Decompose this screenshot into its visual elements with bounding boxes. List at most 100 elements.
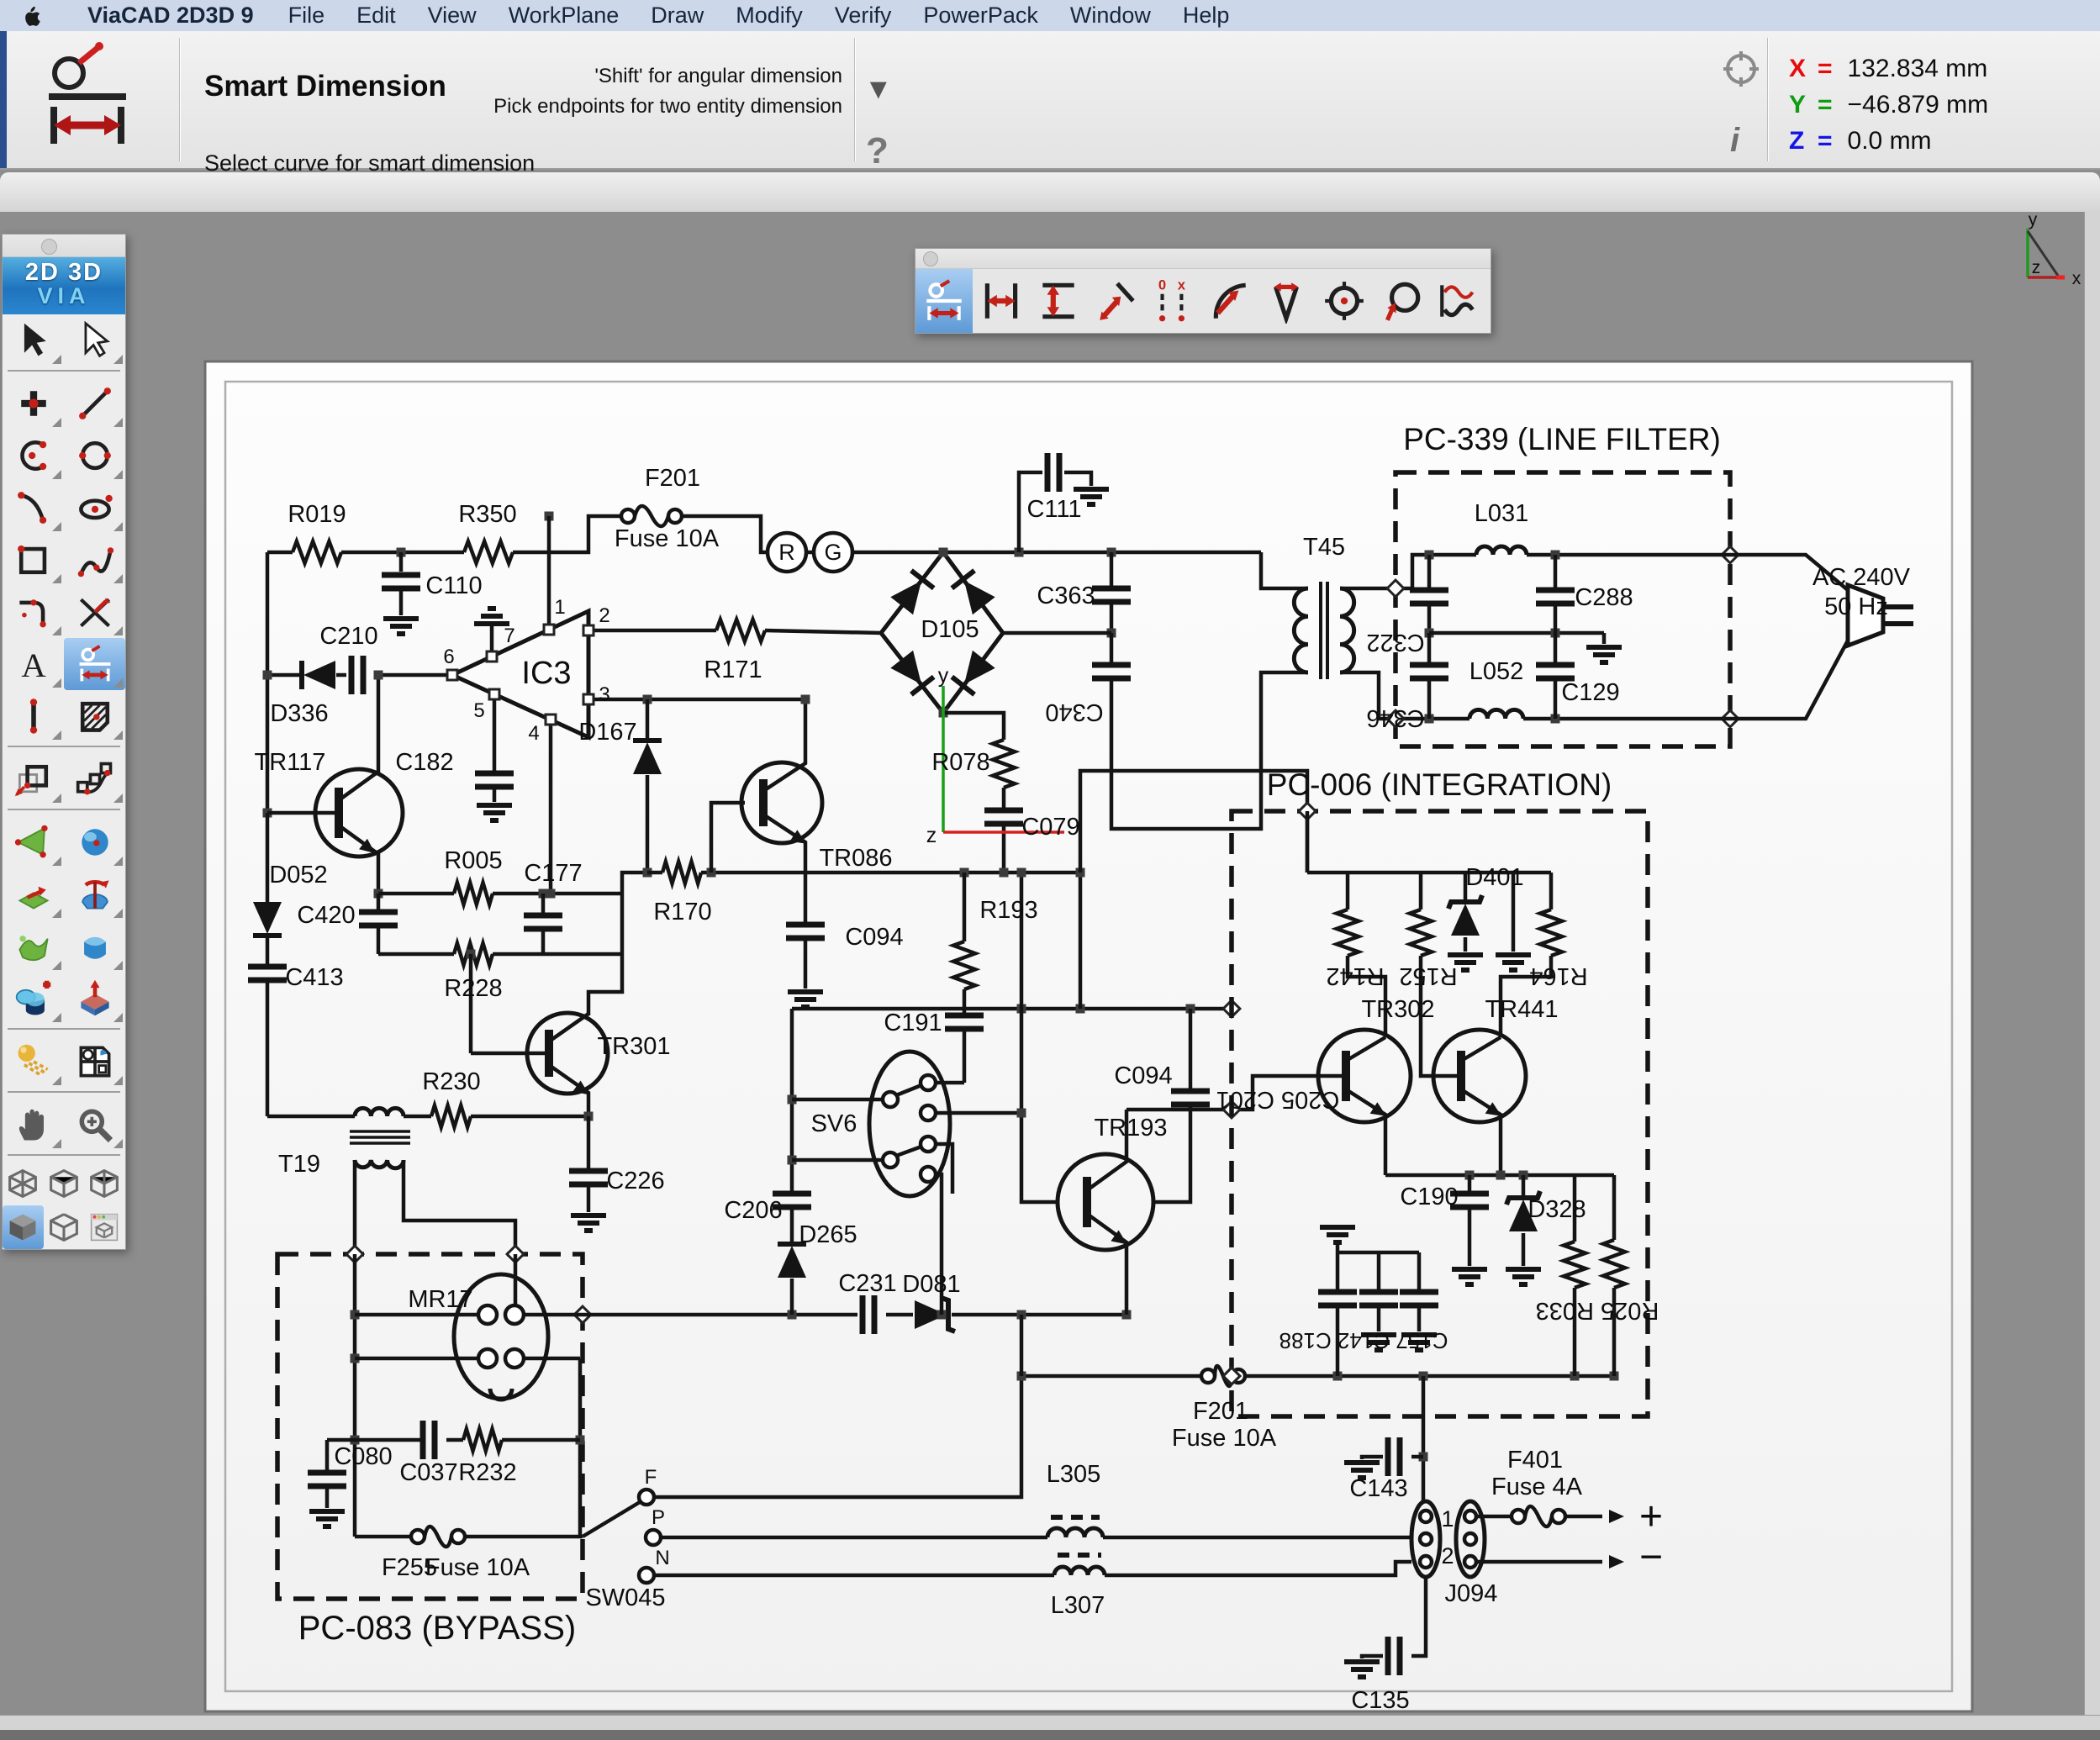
dimtool-oblique-dimension[interactable] [1087, 269, 1144, 333]
tool-layout-sheet[interactable] [64, 1036, 125, 1088]
tool-rectangle[interactable] [3, 534, 64, 586]
tool-select-open[interactable] [64, 314, 125, 366]
menu-item-view[interactable]: View [427, 3, 477, 28]
tool-help-button[interactable]: ? [866, 130, 889, 171]
schematic-label: C322 [1366, 629, 1424, 656]
menu-item-draw[interactable]: Draw [651, 3, 704, 28]
menu-item-powerpack[interactable]: PowerPack [923, 3, 1038, 28]
dimtool-wave-dimension[interactable] [1430, 269, 1487, 333]
schematic-label: F201 [645, 465, 700, 492]
dimtool-chamfer-dimension[interactable] [1258, 269, 1316, 333]
tool-curve[interactable] [3, 482, 64, 534]
palette-divider [8, 1028, 120, 1032]
tool-text[interactable]: A [3, 638, 64, 690]
dimtool-vertical-dimension[interactable] [1030, 269, 1087, 333]
schematic-label: J094 [1445, 1580, 1498, 1607]
palette-close-button[interactable] [41, 239, 57, 255]
arc-icon [19, 440, 46, 471]
circuit-graphics [248, 229, 2065, 1679]
schematic-label: R228 [444, 975, 502, 1002]
schematic-label: TR117 [255, 749, 326, 776]
menu-item-help[interactable]: Help [1182, 3, 1230, 28]
info-icon[interactable]: i [1730, 122, 1740, 159]
schematic-label: 1 [554, 596, 565, 619]
schematic-label: z [2032, 258, 2041, 277]
dimension-toolbar-close-button[interactable] [923, 251, 938, 266]
tool-cube-iso2[interactable] [44, 1162, 85, 1205]
tool-segment[interactable] [3, 690, 64, 742]
tool-arc[interactable] [3, 430, 64, 482]
schematic-label: C288 [1575, 584, 1633, 611]
schematic-label: y [2029, 212, 2038, 229]
tool-cube-window[interactable] [84, 1205, 125, 1249]
tool-surface[interactable] [3, 816, 64, 868]
bottom-scroll-strip[interactable] [0, 1715, 2100, 1731]
document-title-bar[interactable]: Schematic.vc3*--DynView [0, 172, 2100, 377]
tracking-point-icon[interactable] [1722, 50, 1760, 88]
tool-point[interactable] [3, 377, 64, 430]
tool-cube-wire[interactable] [44, 1205, 85, 1249]
menu-item-modify[interactable]: Modify [736, 3, 803, 28]
schematic-label: R152 [1399, 962, 1457, 989]
schematic-label: T45 [1303, 534, 1345, 561]
cube-window-icon [91, 1213, 119, 1242]
tool-render[interactable] [3, 1036, 64, 1088]
tool-cube[interactable] [64, 920, 125, 973]
tool-circle[interactable] [64, 430, 125, 482]
tool-fillet[interactable] [3, 586, 64, 638]
dimension-toolbar-title-bar[interactable] [915, 249, 1491, 269]
right-scroll-strip[interactable] [2084, 212, 2100, 1715]
tool-ellipse[interactable] [64, 482, 125, 534]
menu-item-edit[interactable]: Edit [356, 3, 396, 28]
menu-item-file[interactable]: File [288, 3, 325, 28]
select-arrow-icon [24, 323, 46, 356]
palette-title-bar[interactable] [3, 235, 125, 257]
coord-x-value: 132.834 mm [1847, 55, 1988, 82]
tool-zoom[interactable] [64, 1099, 125, 1151]
tool-select-arrow[interactable] [3, 314, 64, 366]
menu-item-verify[interactable]: Verify [834, 3, 892, 28]
tool-spline[interactable] [64, 534, 125, 586]
tool-cube-iso3[interactable] [84, 1162, 125, 1205]
tool-revolve[interactable] [64, 868, 125, 920]
tool-cube-shaded[interactable] [3, 1205, 44, 1249]
flyout-corner [52, 418, 61, 427]
tool-transform[interactable] [3, 753, 64, 805]
tool-smart-dimension[interactable] [64, 638, 125, 690]
tool-hatch[interactable] [64, 690, 125, 742]
dimtool-center-mark[interactable] [1316, 269, 1373, 333]
dimtool-horizontal-dimension[interactable] [973, 269, 1030, 333]
menu-item-window[interactable]: Window [1069, 3, 1151, 28]
schematic-label: C191 [884, 1010, 942, 1036]
tool-cube-iso1[interactable] [3, 1162, 44, 1205]
dimtool-smart-dimension[interactable] [915, 269, 973, 333]
tool-layout-path[interactable] [64, 753, 125, 805]
schematic-label: Fuse 10A [425, 1554, 530, 1581]
center-mark-icon [1325, 282, 1364, 320]
apple-menu[interactable] [24, 4, 44, 28]
flyout-corner [113, 1076, 123, 1085]
tool-push-face[interactable] [64, 973, 125, 1025]
tool-extrude[interactable] [3, 868, 64, 920]
schematic-label: R171 [704, 656, 762, 683]
dimtool-angular-dimension[interactable] [1201, 269, 1258, 333]
menu-app-name[interactable]: ViaCAD 2D3D 9 [87, 3, 254, 28]
tool-options-dropdown[interactable]: ▼ [864, 73, 893, 105]
tool-pan[interactable] [3, 1099, 64, 1151]
schematic-label: G [824, 540, 842, 565]
schematic-label: F401 [1507, 1447, 1563, 1474]
segment-icon [29, 699, 37, 734]
schematic-label: T19 [278, 1151, 320, 1178]
tool-line[interactable] [64, 377, 125, 430]
tool-sphere[interactable] [64, 816, 125, 868]
palette-divider [8, 809, 120, 813]
tool-trim[interactable] [64, 586, 125, 638]
tool-boolean[interactable] [3, 973, 64, 1025]
dimtool-radius-dimension[interactable] [1373, 269, 1430, 333]
menu-item-workplane[interactable]: WorkPlane [508, 3, 620, 28]
tool-patch[interactable] [3, 920, 64, 973]
tool-status-text: Select curve for smart dimension [204, 150, 536, 176]
svg-text:x: x [1178, 278, 1186, 293]
